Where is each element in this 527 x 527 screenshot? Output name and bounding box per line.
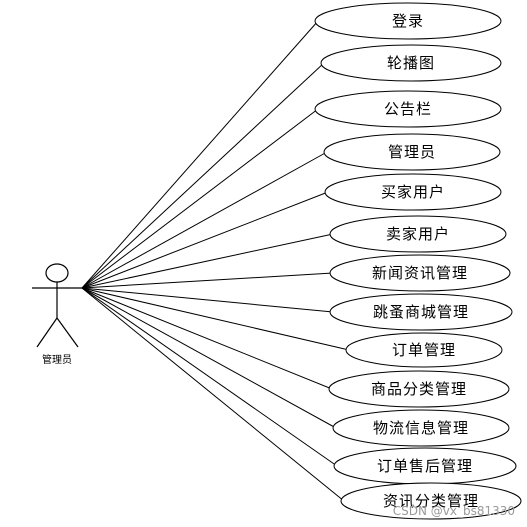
use-case-label: 买家用户 (381, 183, 445, 201)
use-case: 登录 (314, 2, 502, 40)
use-case-label: 订单售后管理 (377, 457, 473, 475)
association-line (81, 20, 319, 289)
use-case: 公告栏 (314, 90, 502, 128)
association-line (81, 108, 319, 289)
use-case-label: 轮播图 (387, 54, 435, 72)
actor-leg-left (36, 317, 58, 348)
use-case: 跳蚤商城管理 (329, 293, 513, 331)
use-case: 管理员 (323, 133, 501, 171)
use-case: 资讯分类管理 (340, 482, 522, 520)
use-case: 买家用户 (324, 173, 502, 211)
actor (32, 263, 82, 348)
use-case: 商品分类管理 (328, 370, 510, 408)
association-line (81, 233, 334, 289)
use-case-label: 新闻资讯管理 (372, 264, 468, 282)
association-line (81, 287, 345, 502)
use-case: 物流信息管理 (332, 409, 510, 447)
use-case-ellipse (332, 409, 510, 447)
use-case-ellipse (324, 173, 502, 211)
use-case-label: 卖家用户 (386, 225, 450, 243)
use-case-ellipse (323, 133, 501, 171)
use-case-ellipse (340, 482, 522, 520)
association-line (81, 287, 337, 429)
association-line (81, 287, 338, 467)
association-line (81, 287, 333, 390)
actor-leg-right (56, 317, 79, 348)
use-case: 卖家用户 (329, 215, 507, 253)
use-case-label: 订单管理 (392, 341, 456, 359)
use-case-label: 商品分类管理 (371, 380, 467, 398)
use-case-ellipse (329, 293, 513, 331)
use-case-ellipse (329, 254, 511, 292)
use-case: 订单管理 (345, 332, 503, 368)
use-case-label: 公告栏 (384, 100, 432, 118)
association-line (81, 272, 334, 289)
association-line (81, 287, 350, 351)
use-case-ellipse (314, 2, 502, 40)
use-case-label: 资讯分类管理 (383, 492, 479, 510)
association-line (81, 191, 329, 289)
association-lines (81, 20, 350, 502)
use-case-label: 跳蚤商城管理 (373, 303, 469, 321)
use-case-label: 物流信息管理 (373, 419, 469, 437)
use-case-group: 登录轮播图公告栏管理员买家用户卖家用户新闻资讯管理跳蚤商城管理订单管理商品分类管… (314, 2, 522, 520)
use-case-ellipse (328, 370, 510, 408)
actor-label: 管理员 (42, 353, 72, 366)
use-case-ellipse (314, 90, 502, 128)
use-case-label: 管理员 (388, 143, 436, 161)
use-case-ellipse (345, 332, 503, 368)
association-line (81, 151, 328, 289)
use-case: 订单售后管理 (333, 447, 517, 485)
use-case: 轮播图 (320, 44, 502, 82)
association-line (81, 62, 325, 289)
actor-head (45, 263, 69, 283)
use-case-label: 登录 (392, 12, 424, 30)
use-case-ellipse (329, 215, 507, 253)
use-case: 新闻资讯管理 (329, 254, 511, 292)
association-line (81, 287, 334, 313)
watermark: CSDN @vx_bs81330 (393, 504, 515, 518)
use-case-ellipse (320, 44, 502, 82)
